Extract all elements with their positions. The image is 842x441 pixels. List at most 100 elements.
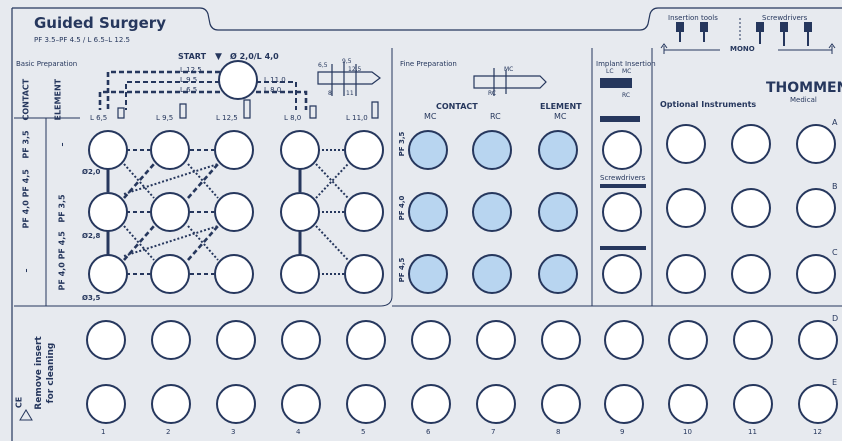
col-number-4: 4 [296, 428, 300, 436]
hole-d-7[interactable] [476, 320, 516, 360]
hole-e-9[interactable] [604, 384, 644, 424]
arrow-up-icon [661, 44, 667, 54]
tray-subtitle: PF 3.5–PF 4.5 / L 6.5–L 12.5 [34, 36, 130, 44]
row-letter-e: E [832, 378, 837, 387]
implant-insertion-label: Implant Insertion [596, 60, 656, 68]
col-number-10: 10 [683, 428, 692, 436]
drill-dim-5: 11 [346, 90, 354, 97]
hole-e-2[interactable] [151, 384, 191, 424]
length-left-1: L 12,5 [180, 66, 202, 74]
hole-e-11[interactable] [733, 384, 773, 424]
hole-fine-3-3[interactable] [538, 254, 578, 294]
fine-contact-header: CONTACT [436, 102, 478, 111]
fine-col-1: MC [424, 112, 437, 121]
hole-e-1[interactable] [86, 384, 126, 424]
hole-fine-2-2[interactable] [472, 192, 512, 232]
hole-d-2[interactable] [151, 320, 191, 360]
hole-basic-3-5[interactable] [344, 254, 384, 294]
hole-fine-3-2[interactable] [472, 254, 512, 294]
arrow-up-icon [829, 44, 835, 54]
hole-fine-1-1[interactable] [408, 130, 448, 170]
mono-label: MONO [730, 45, 755, 53]
hole-basic-2-2[interactable] [150, 192, 190, 232]
hole-basic-3-3[interactable] [214, 254, 254, 294]
insertion-tools-label: Insertion tools [668, 14, 718, 22]
col-number-5: 5 [361, 428, 365, 436]
hole-d-10[interactable] [668, 320, 708, 360]
hole-d-1[interactable] [86, 320, 126, 360]
hole-e-3[interactable] [216, 384, 256, 424]
hole-implant-2[interactable] [602, 192, 642, 232]
hole-basic-2-1[interactable] [88, 192, 128, 232]
start-hole[interactable] [218, 60, 258, 100]
ce-mark: CE [15, 388, 24, 418]
hole-e-6[interactable] [411, 384, 451, 424]
hole-implant-3[interactable] [602, 254, 642, 294]
hole-fine-2-1[interactable] [408, 192, 448, 232]
hole-basic-3-1[interactable] [88, 254, 128, 294]
hole-fine-1-2[interactable] [472, 130, 512, 170]
hole-optional-a-12[interactable] [796, 124, 836, 164]
optional-instruments-label: Optional Instruments [660, 100, 756, 109]
hole-basic-1-4[interactable] [280, 130, 320, 170]
col-number-12: 12 [813, 428, 822, 436]
diameter-2: Ø2,8 [82, 232, 100, 240]
col-number-11: 11 [748, 428, 757, 436]
row-contact-2: PF 4,0 PF 4,5 [22, 189, 31, 229]
hole-e-8[interactable] [541, 384, 581, 424]
hole-optional-b-10[interactable] [666, 188, 706, 228]
row-letter-b: B [832, 182, 838, 191]
hole-basic-1-1[interactable] [88, 130, 128, 170]
drill-dim-4: 8 [328, 90, 332, 97]
hole-optional-a-11[interactable] [731, 124, 771, 164]
fine-drill-mc: MC [504, 66, 513, 73]
hole-optional-b-11[interactable] [731, 188, 771, 228]
hole-fine-3-1[interactable] [408, 254, 448, 294]
hole-optional-a-10[interactable] [666, 124, 706, 164]
fine-row-2: PF 4,0 [398, 188, 406, 228]
hole-fine-2-3[interactable] [538, 192, 578, 232]
hole-d-4[interactable] [281, 320, 321, 360]
hole-d-5[interactable] [346, 320, 386, 360]
hole-d-11[interactable] [733, 320, 773, 360]
hole-basic-1-2[interactable] [150, 130, 190, 170]
drill-dim-3: 12,5 [348, 66, 361, 73]
hole-e-10[interactable] [668, 384, 708, 424]
length-right-2: L 8,0 [264, 86, 281, 94]
hole-basic-3-2[interactable] [150, 254, 190, 294]
fine-row-3: PF 4,5 [398, 250, 406, 290]
hole-basic-1-5[interactable] [344, 130, 384, 170]
row-element-1: – [58, 125, 67, 165]
basic-prep-label: Basic Preparation [16, 60, 77, 68]
col-number-1: 1 [101, 428, 105, 436]
hole-basic-1-3[interactable] [214, 130, 254, 170]
hole-d-12[interactable] [798, 320, 838, 360]
hole-implant-1[interactable] [602, 130, 642, 170]
hole-optional-b-12[interactable] [796, 188, 836, 228]
hole-d-6[interactable] [411, 320, 451, 360]
hole-e-4[interactable] [281, 384, 321, 424]
hole-basic-2-4[interactable] [280, 192, 320, 232]
hole-optional-c-11[interactable] [731, 254, 771, 294]
brand-sub: Medical [790, 96, 817, 104]
col-number-2: 2 [166, 428, 170, 436]
drill-dim-2: 9,5 [342, 58, 352, 65]
tray-title: Guided Surgery [34, 14, 166, 32]
hole-e-7[interactable] [476, 384, 516, 424]
hole-d-3[interactable] [216, 320, 256, 360]
hole-e-12[interactable] [798, 384, 838, 424]
header-contact: CONTACT [22, 81, 31, 121]
diameter-3: Ø3,5 [82, 294, 100, 302]
hole-d-9[interactable] [604, 320, 644, 360]
hole-basic-3-4[interactable] [280, 254, 320, 294]
hole-d-8[interactable] [541, 320, 581, 360]
hole-basic-2-3[interactable] [214, 192, 254, 232]
col-label-5: L 11,0 [346, 114, 368, 122]
col-number-8: 8 [556, 428, 560, 436]
hole-optional-c-10[interactable] [666, 254, 706, 294]
hole-basic-2-5[interactable] [344, 192, 384, 232]
row-letter-a: A [832, 118, 837, 127]
hole-e-5[interactable] [346, 384, 386, 424]
hole-fine-1-3[interactable] [538, 130, 578, 170]
hole-optional-c-12[interactable] [796, 254, 836, 294]
